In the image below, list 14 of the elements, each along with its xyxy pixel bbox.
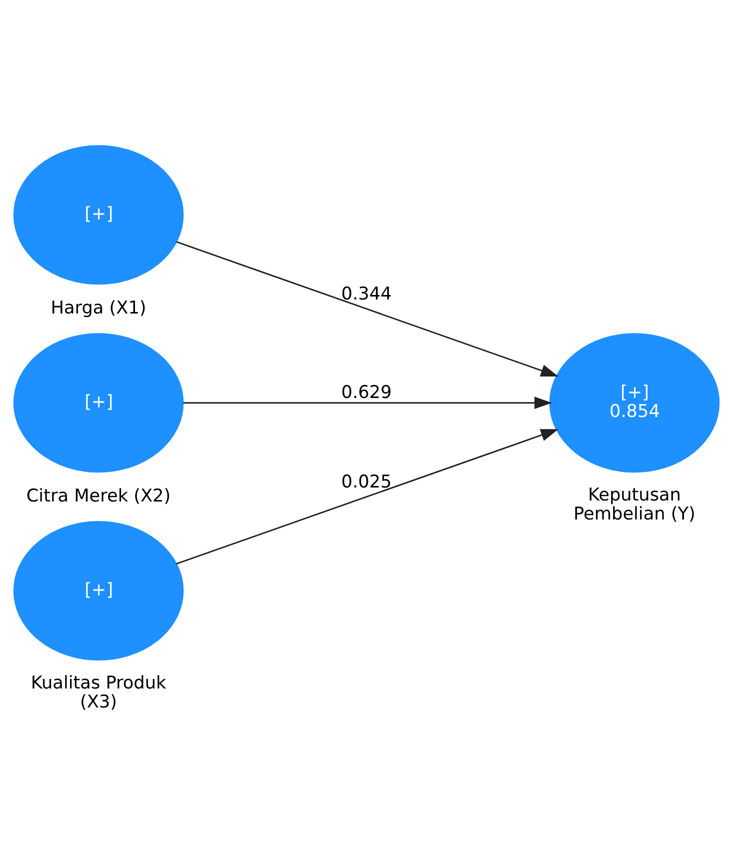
node-ellipse: [+]	[13, 332, 184, 472]
node-label: Keputusan Pembelian (Y)	[574, 485, 696, 524]
arrow	[183, 396, 552, 409]
node-ellipse: [+]	[13, 520, 184, 660]
edge-label: 0.025	[341, 472, 392, 492]
node-ellipse: [+] 0.854	[549, 332, 720, 472]
edge-label: 0.629	[341, 382, 392, 402]
arrow	[176, 240, 558, 376]
node-ellipse: [+]	[13, 144, 184, 284]
node-label: Kualitas Produk (X3)	[30, 673, 166, 712]
node-label: Citra Merek (X2)	[26, 486, 171, 506]
arrow	[176, 428, 558, 564]
edge-label: 0.344	[341, 284, 392, 304]
node-label: Harga (X1)	[50, 298, 146, 318]
